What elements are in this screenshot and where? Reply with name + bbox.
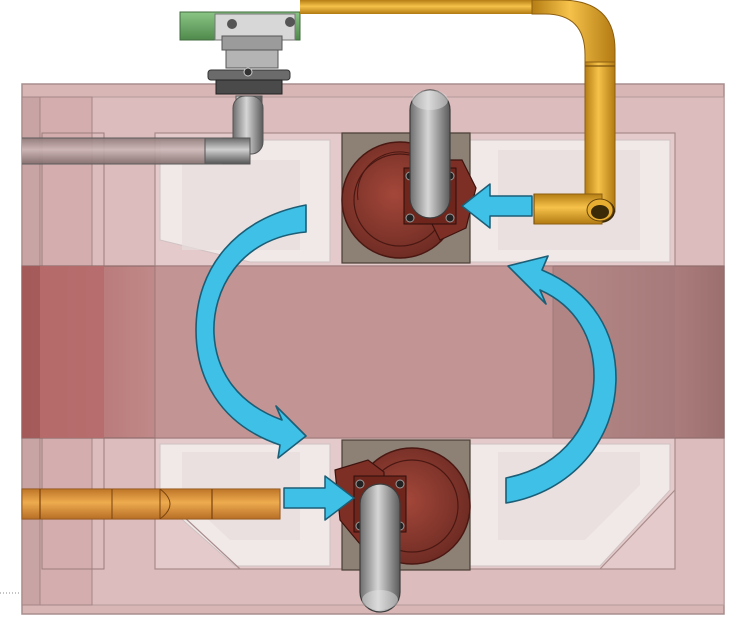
arrow-into-bottom-pump xyxy=(283,475,355,521)
supply-pipe xyxy=(300,0,616,225)
central-trough xyxy=(21,265,725,439)
arrow-right-loop xyxy=(505,255,617,504)
pump-icon xyxy=(341,89,477,264)
steel-pipe-left xyxy=(22,95,264,165)
valve-icon xyxy=(179,11,301,95)
pump-icon xyxy=(334,439,471,613)
return-pipe xyxy=(21,488,281,520)
arrow-into-top-pump xyxy=(461,183,533,229)
arrow-left-loop xyxy=(195,204,307,459)
